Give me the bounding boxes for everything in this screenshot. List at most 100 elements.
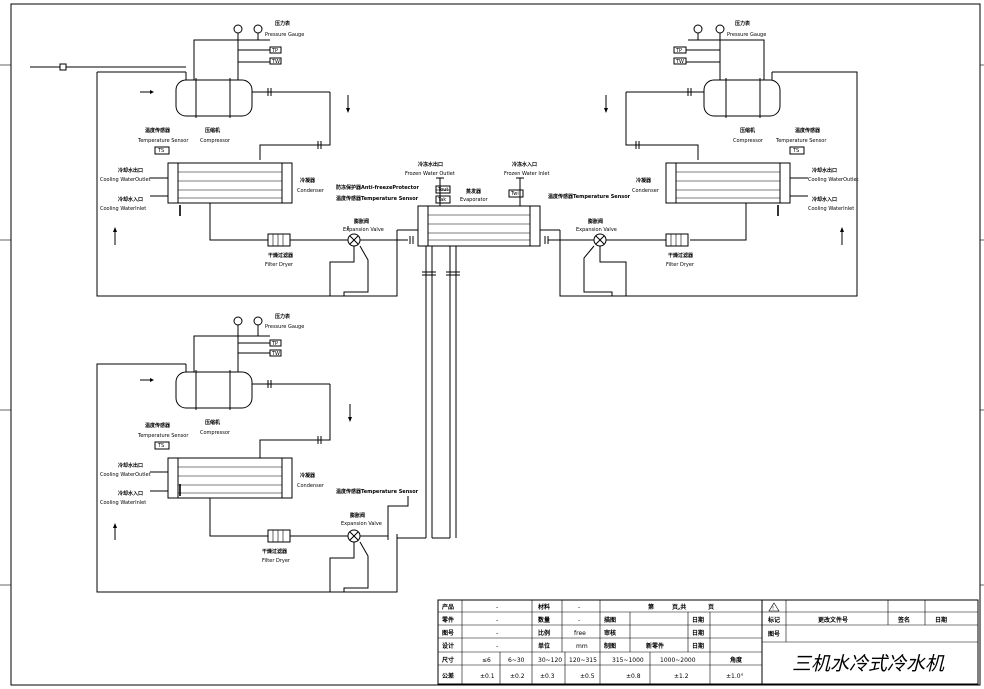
unit-top-left: 压力表 Pressure Gauge TP TW 压缩机 Compressor … [30,20,414,297]
filter-dryer-label-en: Filter Dryer [666,262,695,268]
temp-sensor-label-en: Temperature Sensor [137,138,189,144]
warning-mark-icon: ! [772,606,774,612]
tak-tag: Tak [437,197,446,203]
unit-top-right: 压力表 Pressure Gauge TP TW 压缩机 Compressor … [544,20,859,297]
expansion-valve-label: 膨胀阀 [350,512,365,519]
title-block: 产品 - 材料 - 第 页,共 页 零件 - 数量 - 描图 日期 图号 - 比… [437,599,979,685]
cooling-inlet-label: 冷却水入口 [118,196,143,203]
cooling-outlet-label: 冷却水出口 [118,167,143,174]
tb-cell: ±0.1 [480,673,495,680]
tp-tag: TP [271,341,278,347]
condenser [167,457,293,499]
condenser-label-en: Condenser [297,188,325,194]
tp-tag: TP [675,48,682,54]
tb-cell: 描图 [604,616,616,624]
pressure-gauge-icon [715,24,725,34]
tp-tag: TP [271,48,278,54]
tb-drawing-no: 图号 [768,630,780,638]
temp-sensor-label-en: Temperature Sensor [137,433,189,439]
temp-sensor-label: 温度传感器 [145,127,171,134]
frozen-outlet-label: 冷冻水出口 [418,161,443,168]
expansion-valve-label-en: Expansion Valve [576,227,617,233]
tb-cell: - [496,643,498,650]
pressure-gauge-label: 压力表 [735,20,751,27]
tb-cell: 日期 [935,616,947,624]
condenser-label: 冷凝器 [300,472,316,479]
temp-sensor-2-label: 温度传感器Temperature Sensor [336,488,419,495]
tb-cell: 更改文件号 [818,616,848,624]
frozen-outlet-label-en: Frozen Water Outlet [405,171,455,177]
tb-cell: 材料 [537,603,550,611]
pressure-gauge-label: 压力表 [275,20,291,27]
cooling-inlet-label: 冷却水入口 [118,490,143,497]
tb-cell: 日期 [692,629,704,637]
filter-dryer-label-en: Filter Dryer [262,558,291,564]
temp-sensor-right-label: 温度传感器Temperature Sensor [548,193,631,200]
tb-cell: 图号 [442,629,454,637]
cooling-inlet-label: 冷却水入口 [812,196,837,203]
twi-tag: Twi [510,191,519,197]
compressor-label-en: Compressor [200,138,231,144]
tw-tag: TW [675,59,684,65]
evaporator-label-en: Evaporator [460,197,489,203]
compressor-label-en: Compressor [200,430,231,436]
tb-cell: ±0.5 [580,673,595,680]
pressure-gauge-label: 压力表 [275,313,291,320]
filter-dryer-label: 干燥过滤器 [262,548,288,555]
frozen-inlet-label: 冷冻水入口 [512,161,537,168]
ts-tag: TS [157,148,164,154]
tb-cell: 比例 [538,629,550,637]
cooling-outlet-label-en: Cooling WaterOutlet [808,177,859,183]
evaporator [417,205,541,247]
drawing-frame [10,3,981,686]
tb-cell: 尺寸 [442,656,454,664]
compressor [703,79,781,117]
tb-cell: ±1.2 [674,673,689,680]
expansion-valve-label: 膨胀阀 [354,218,369,225]
cooling-inlet-label-en: Cooling WaterInlet [100,500,146,506]
pressure-gauge-label-en: Pressure Gauge [265,324,304,330]
tb-cell: 日期 [692,642,704,650]
tb-cell: 签名 [897,616,910,624]
unit-bottom-left: 压力表 Pressure Gauge TP TW 压缩机 Compressor … [96,313,450,593]
cooling-outlet-label: 冷却水出口 [812,167,837,174]
compressor-label: 压缩机 [205,419,220,426]
filter-dryer [665,233,689,247]
drawing-title: 三机水冷式冷水机 [792,653,945,675]
cooling-inlet-label-en: Cooling WaterInlet [808,206,854,212]
temp-sensor-label: 温度传感器 [145,422,171,429]
tb-cell: 审核 [604,629,616,637]
tb-cell: 第 [647,603,654,611]
pressure-gauge-icon [233,24,243,34]
pressure-gauge-icon [253,24,263,34]
tb-cell: 制图 [604,642,616,650]
tw-tag: TW [271,59,280,65]
tb-cell: free [574,630,586,637]
expansion-valve-label: 膨胀阀 [588,218,603,225]
tb-cell: mm [576,643,588,650]
tb-cell: - [578,617,580,624]
evaporator-group: 蒸发器 Evaporator 冷冻水出口 Frozen Water Outlet… [336,161,631,538]
tb-cell: - [496,617,498,624]
filter-dryer-label: 干燥过滤器 [268,252,294,259]
compressor [175,79,253,117]
tb-cell: 新零件 [646,642,664,650]
tb-cell: 单位 [538,642,550,650]
tb-cell: 315~1000 [612,657,644,664]
filter-dryer [267,233,291,247]
tb-cell: 6~30 [508,657,525,664]
tb-cell: 数量 [538,616,550,624]
expansion-valve-label-en: Expansion Valve [341,521,382,527]
compressor-label: 压缩机 [205,127,220,134]
tb-cell: 1000~2000 [660,657,696,664]
tb-cell: 公差 [442,672,454,680]
tb-cell: 页 [708,603,714,611]
condenser-label: 冷凝器 [636,177,652,184]
tb-cell: ±0.8 [626,673,641,680]
pressure-gauge-label-en: Pressure Gauge [265,32,304,38]
condenser-label: 冷凝器 [300,177,316,184]
tb-product: 产品 [442,603,454,611]
filter-dryer [267,529,291,543]
compressor [175,371,253,409]
